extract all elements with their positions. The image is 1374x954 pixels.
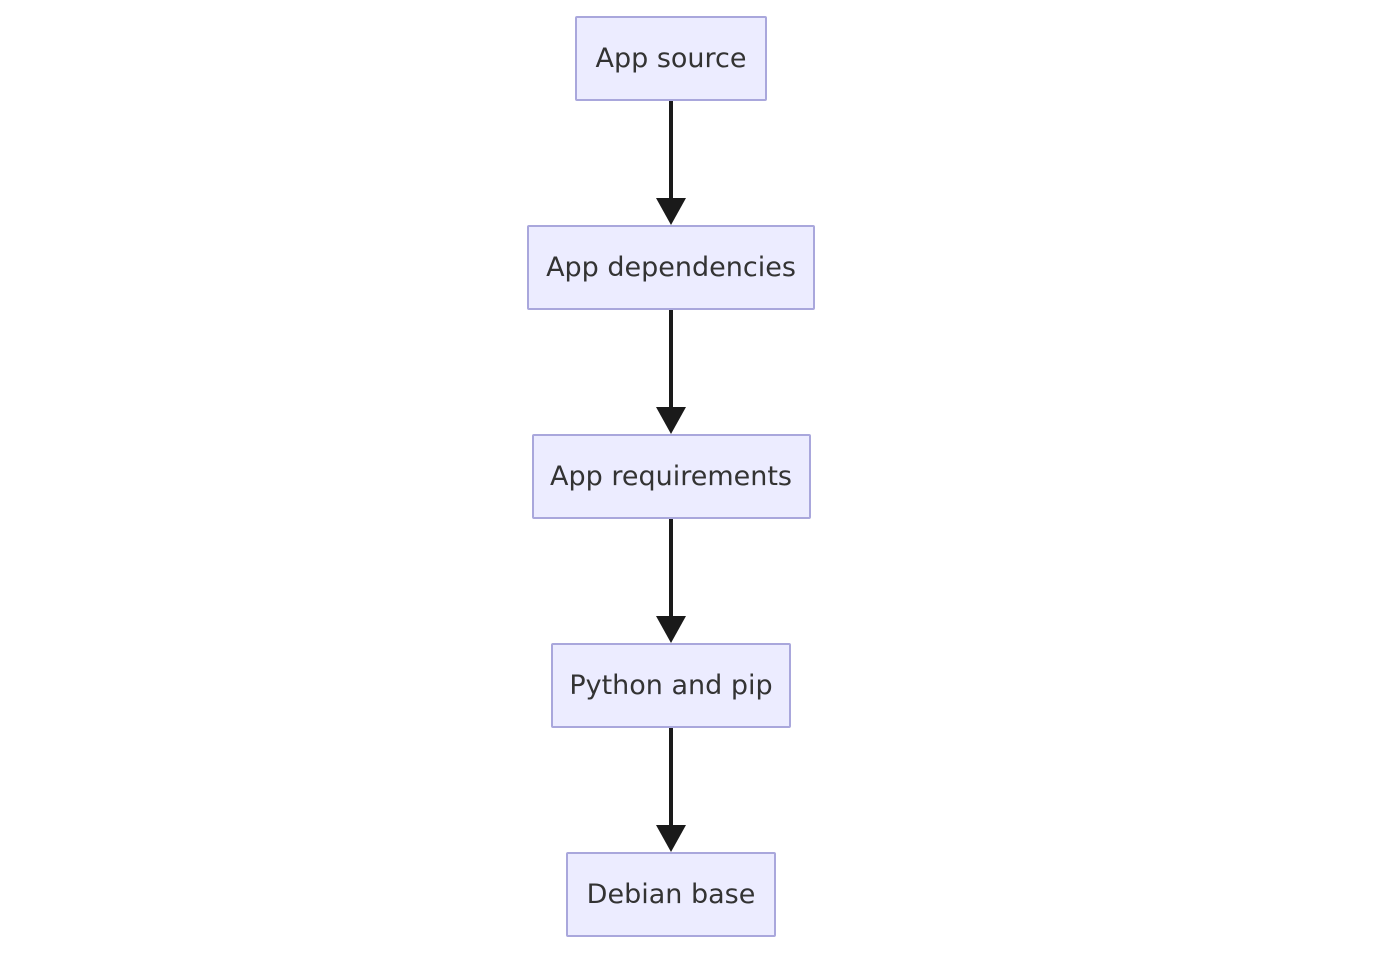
node-app-requirements: App requirements: [531, 434, 811, 519]
node-label: App dependencies: [546, 252, 796, 283]
arrow-shaft: [669, 101, 673, 198]
arrowhead-down-icon: [656, 616, 686, 643]
arrow-shaft: [669, 728, 673, 825]
edge-3: [656, 519, 686, 643]
node-label: App requirements: [550, 461, 792, 492]
arrowhead-down-icon: [656, 198, 686, 225]
node-label: Python and pip: [569, 670, 773, 701]
node-label: Debian base: [586, 879, 756, 910]
edge-1: [656, 101, 686, 225]
edge-2: [656, 310, 686, 434]
flowchart-column: App source App dependencies App requirem…: [527, 16, 815, 937]
arrow-shaft: [669, 519, 673, 616]
node-app-source: App source: [575, 16, 767, 101]
arrowhead-down-icon: [656, 825, 686, 852]
arrowhead-down-icon: [656, 407, 686, 434]
arrow-shaft: [669, 310, 673, 407]
edge-4: [656, 728, 686, 852]
node-python-and-pip: Python and pip: [551, 643, 791, 728]
node-app-dependencies: App dependencies: [527, 225, 815, 310]
node-label: App source: [595, 43, 747, 74]
node-debian-base: Debian base: [566, 852, 776, 937]
